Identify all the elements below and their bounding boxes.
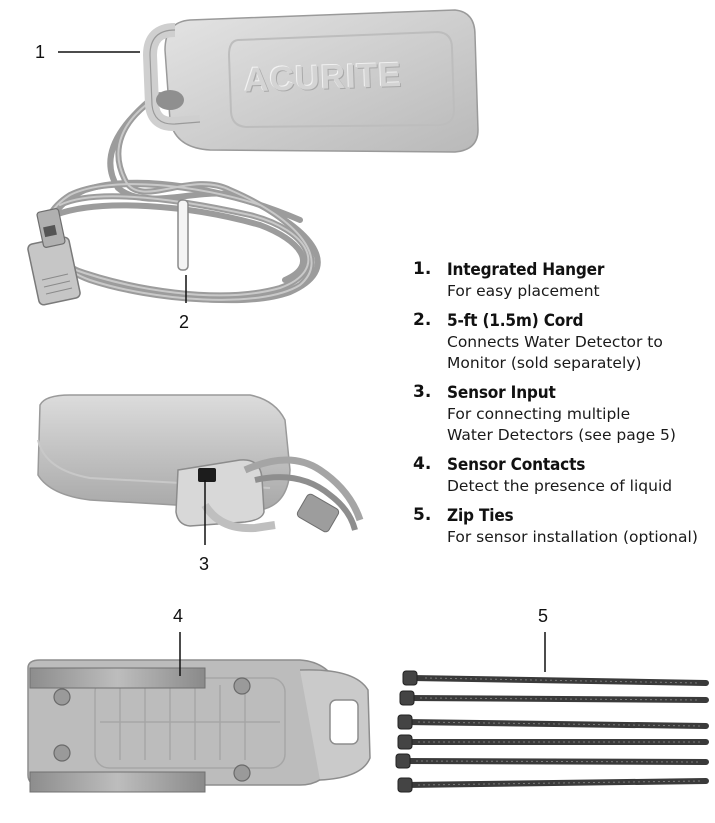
feature-item: 3. Sensor Input For connecting multiple …: [413, 381, 713, 446]
callout-3: 3: [199, 554, 210, 574]
feature-number: 5.: [413, 505, 432, 525]
callout-2: 2: [179, 312, 190, 332]
feature-list: 1. Integrated Hanger For easy placement …: [413, 258, 713, 555]
callout-5: 5: [538, 606, 549, 626]
feature-number: 2.: [413, 310, 432, 330]
feature-title: 5-ft (1.5m) Cord: [447, 311, 584, 330]
feature-description: For connecting multiple Water Detectors …: [447, 405, 676, 444]
feature-title: Sensor Contacts: [447, 455, 586, 474]
callout-1: 1: [35, 42, 46, 62]
feature-item: 4. Sensor Contacts Detect the presence o…: [413, 453, 713, 497]
feature-number: 1.: [413, 259, 432, 279]
feature-title: Sensor Input: [447, 383, 556, 402]
callout-4: 4: [173, 606, 184, 626]
feature-item: 2. 5-ft (1.5m) Cord Connects Water Detec…: [413, 309, 713, 374]
feature-description: Detect the presence of liquid: [447, 477, 673, 495]
feature-item: 5. Zip Ties For sensor installation (opt…: [413, 504, 713, 548]
feature-number: 4.: [413, 454, 432, 474]
feature-item: 1. Integrated Hanger For easy placement: [413, 258, 713, 302]
feature-description: For sensor installation (optional): [447, 528, 698, 546]
feature-number: 3.: [413, 382, 432, 402]
feature-title: Zip Ties: [447, 506, 514, 525]
feature-description: Connects Water Detector to Monitor (sold…: [447, 333, 663, 372]
feature-description: For easy placement: [447, 282, 600, 300]
feature-title: Integrated Hanger: [447, 260, 605, 279]
acurite-logo: ACURITE: [243, 55, 403, 100]
